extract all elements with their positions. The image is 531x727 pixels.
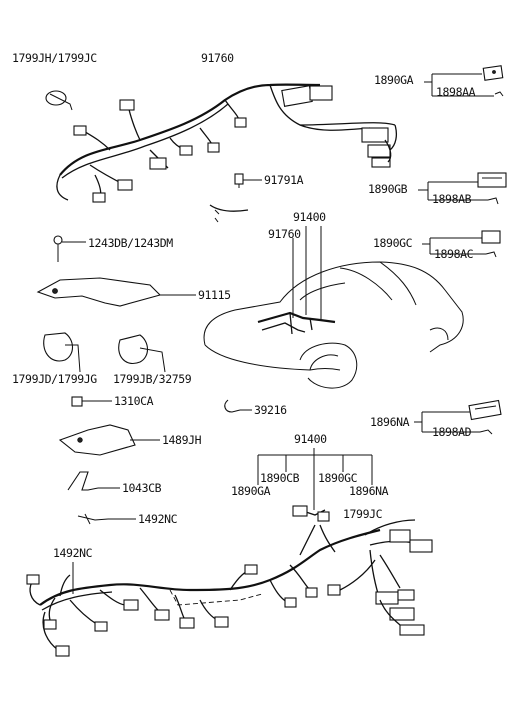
- label-39216: 39216: [254, 403, 287, 417]
- connector-1890ga: [424, 65, 504, 97]
- label-1898ad: 1898AD: [432, 425, 472, 439]
- label-91400-bottom: 91400: [294, 432, 327, 446]
- label-1896na-top: 1896NA: [370, 415, 410, 429]
- label-1799jb-32759: 1799JB/32759: [113, 372, 192, 386]
- connector-1890gc: [422, 230, 501, 258]
- clip-39216: [224, 399, 252, 413]
- label-1898aa: 1898AA: [436, 85, 476, 99]
- label-1492nc-b: 1492NC: [53, 546, 93, 560]
- label-1890ga-top: 1890GA: [374, 73, 414, 87]
- clamp-1043cb: [67, 471, 120, 491]
- label-1492nc-a: 1492NC: [138, 512, 178, 526]
- label-1890cb: 1890CB: [260, 471, 300, 485]
- harness-91760-top: [45, 83, 397, 203]
- label-1890ga-bottom: 1890GA: [231, 484, 271, 498]
- clip-1799jb: [118, 334, 166, 373]
- harness-91400-bottom: [26, 505, 433, 657]
- leader-91400-bottom: [257, 448, 373, 510]
- tie-1492nc: [77, 513, 136, 525]
- car-body: [203, 226, 464, 389]
- label-1898ab: 1898AB: [432, 192, 472, 206]
- label-1896na-bottom: 1896NA: [349, 484, 389, 498]
- label-1890gb: 1890GB: [368, 182, 408, 196]
- plate-1489jh: [58, 424, 160, 456]
- label-1243db-1243dm: 1243DB/1243DM: [88, 236, 173, 250]
- bracket-91115: [36, 277, 196, 307]
- grommet-1310ca: [71, 396, 112, 407]
- label-1799jh-1799jc: 1799JH/1799JC: [12, 51, 97, 65]
- label-1043cb: 1043CB: [122, 481, 162, 495]
- label-91760-top: 91760: [201, 51, 234, 65]
- label-1310ca: 1310CA: [114, 394, 154, 408]
- label-91115: 91115: [198, 288, 231, 302]
- connector-1890gb: [418, 172, 507, 205]
- part-labels: 1799JH/1799JC 91760 1890GA 1898AA 91791A…: [12, 51, 476, 560]
- label-1799jc-bottom: 1799JC: [343, 507, 383, 521]
- label-1890gc-bottom: 1890GC: [318, 471, 358, 485]
- label-91791a: 91791A: [264, 173, 304, 187]
- label-1489jh: 1489JH: [162, 433, 202, 447]
- bolt-91791a: [234, 173, 262, 188]
- small-wire-piece: [209, 204, 249, 223]
- label-1890gc-top: 1890GC: [373, 236, 413, 250]
- label-1898ac: 1898AC: [434, 247, 474, 261]
- label-91760-mid: 91760: [268, 227, 301, 241]
- clip-1799jd: [43, 332, 81, 373]
- label-91400-mid: 91400: [293, 210, 326, 224]
- label-1799jd-1799jg: 1799JD/1799JG: [12, 372, 97, 386]
- bolt-1243db: [53, 235, 86, 262]
- connector-1896na: [414, 399, 502, 435]
